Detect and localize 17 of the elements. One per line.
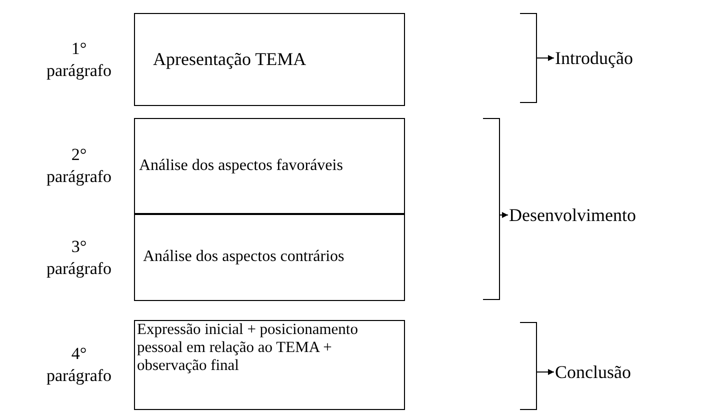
paragraph-label: 2° parágrafo [45, 144, 113, 188]
arrow [536, 369, 554, 375]
bracket [520, 13, 537, 103]
arrow [500, 212, 508, 218]
paragraph-label: 3° parágrafo [45, 235, 113, 280]
node-text: Apresentação TEMA [153, 49, 306, 70]
bracket [483, 118, 500, 300]
arrow [536, 55, 554, 61]
section-label: Introdução [555, 48, 633, 68]
node-text: Expressão inicial + posicionamento pessoal em relação ao TEMA + observação final [137, 321, 359, 374]
section-label: Desenvolvimento [509, 204, 636, 226]
node-text: Análise dos aspectos contrários [143, 248, 344, 267]
paragraph-label: 1° parágrafo [45, 37, 113, 82]
bracket [520, 322, 537, 410]
node-text: Análise dos aspectos favoráveis [139, 156, 343, 176]
paragraph-label: 4° parágrafo [45, 342, 113, 387]
section-label: Conclusão [555, 362, 631, 382]
